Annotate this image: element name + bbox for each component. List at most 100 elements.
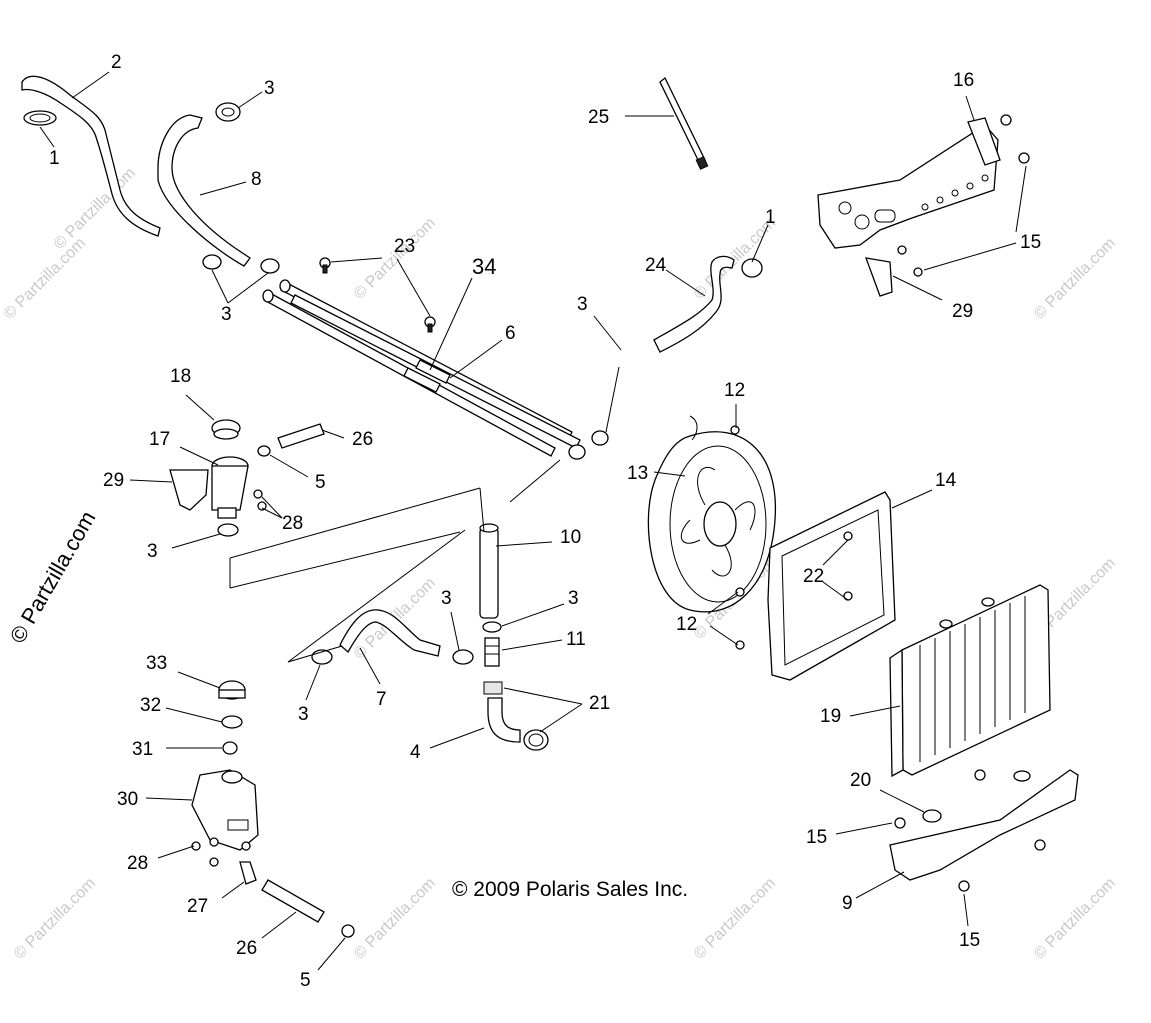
rod-25 <box>659 76 709 170</box>
callout-15: 15 <box>1020 232 1041 253</box>
callout-26: 26 <box>236 938 257 959</box>
callout-10: 10 <box>560 527 581 548</box>
callout-24: 24 <box>645 255 667 276</box>
callout-3: 3 <box>298 704 309 725</box>
tube-26-bottom <box>261 879 325 923</box>
tile-watermark: © Partzilla.com <box>1031 235 1119 323</box>
bracket-29-left <box>169 469 209 511</box>
callout-13: 13 <box>627 463 648 484</box>
callout-15: 15 <box>959 930 980 951</box>
tube-26-top <box>277 423 325 449</box>
hose-24 <box>653 255 763 353</box>
tile-watermark: © Partzilla.com <box>11 875 99 963</box>
clamp-21-top <box>483 681 503 695</box>
clamp-3-left <box>217 523 239 537</box>
callout-1: 1 <box>49 148 60 169</box>
elbow-4 <box>487 697 521 743</box>
cap-33 <box>218 680 246 700</box>
callout-22: 22 <box>803 566 824 587</box>
bracket-29-right <box>865 245 923 297</box>
clamp-3-top <box>215 102 241 122</box>
tile-watermark: © Partzilla.com <box>351 215 439 303</box>
clamp-3-mid <box>482 621 502 633</box>
bracket-16 <box>817 114 1030 249</box>
callout-3: 3 <box>264 78 275 99</box>
callout-23: 23 <box>394 236 415 257</box>
copyright-text: © 2009 Polaris Sales Inc. <box>452 878 688 901</box>
cap-18 <box>211 419 241 440</box>
callout-34: 34 <box>472 254 496 279</box>
callout-labels: 2 1 3 8 3 23 34 6 25 1 24 16 15 29 3 18 … <box>49 52 1041 991</box>
hose-2 <box>21 75 161 237</box>
callout-3: 3 <box>147 541 158 562</box>
tile-watermark: © Partzilla.com <box>1031 875 1119 963</box>
callout-28: 28 <box>127 853 148 874</box>
tile-watermark: © Partzilla.com <box>691 875 779 963</box>
callout-28: 28 <box>282 513 303 534</box>
callout-6: 6 <box>505 323 516 344</box>
filler-neck-17 <box>211 456 267 519</box>
bolt-28-bottom <box>191 841 219 867</box>
callout-33: 33 <box>146 653 167 674</box>
callout-8: 8 <box>251 169 262 190</box>
shroud-14 <box>767 491 896 681</box>
clamp-3-h7b <box>452 649 474 665</box>
callout-12: 12 <box>724 380 745 401</box>
clamp-1-top-left <box>23 110 57 126</box>
callout-32: 32 <box>140 695 161 716</box>
bolt-23 <box>319 257 436 333</box>
callout-3: 3 <box>568 588 579 609</box>
callout-21: 21 <box>589 693 610 714</box>
leader-lines <box>39 71 1027 971</box>
callout-3: 3 <box>221 304 232 325</box>
clamp-3-a <box>202 254 222 270</box>
bracket-9 <box>889 769 1079 892</box>
callout-14: 14 <box>935 470 957 491</box>
callout-17: 17 <box>149 429 170 450</box>
callout-15: 15 <box>806 827 827 848</box>
hose-8 <box>157 114 251 267</box>
callout-9: 9 <box>842 893 853 914</box>
callout-5: 5 <box>315 472 326 493</box>
callout-25: 25 <box>588 107 609 128</box>
callout-1: 1 <box>765 207 776 228</box>
callout-4: 4 <box>410 742 421 763</box>
grommet-20 <box>922 809 942 823</box>
hose-10 <box>479 523 499 619</box>
fan-13 <box>647 415 777 650</box>
callout-29: 29 <box>952 301 973 322</box>
hose-7 <box>339 609 441 657</box>
callout-11: 11 <box>566 629 586 650</box>
tile-watermark: © Partzilla.com <box>351 875 439 963</box>
coolant-tubes-6 <box>262 279 609 460</box>
tile-watermark: © Partzilla.com <box>1 235 89 323</box>
cap-5-top <box>257 445 271 457</box>
callout-5: 5 <box>300 970 311 991</box>
side-watermark: © Partzilla.com <box>5 507 101 648</box>
reservoir-30 <box>191 769 259 851</box>
callout-20: 20 <box>850 770 871 791</box>
callout-3: 3 <box>577 294 588 315</box>
callout-30: 30 <box>117 789 138 810</box>
cap-5-bottom <box>341 924 355 938</box>
callout-29: 29 <box>103 470 124 491</box>
fitting-11 <box>484 637 500 667</box>
radiator-fins <box>919 596 1026 762</box>
callout-19: 19 <box>820 706 841 727</box>
clamp-3-b <box>260 258 280 274</box>
callout-7: 7 <box>376 689 387 710</box>
radiator-19 <box>889 584 1051 778</box>
fitting-27 <box>239 861 257 885</box>
callout-2: 2 <box>111 52 122 73</box>
callout-18: 18 <box>170 366 191 387</box>
callout-16: 16 <box>953 70 974 91</box>
callout-12: 12 <box>676 614 697 635</box>
callout-3: 3 <box>441 588 452 609</box>
callout-27: 27 <box>187 896 208 917</box>
plug-31 <box>222 741 238 755</box>
gasket-32 <box>221 715 243 729</box>
callout-31: 31 <box>132 739 153 760</box>
callout-26: 26 <box>352 429 373 450</box>
clamp-21-bottom <box>523 729 549 751</box>
